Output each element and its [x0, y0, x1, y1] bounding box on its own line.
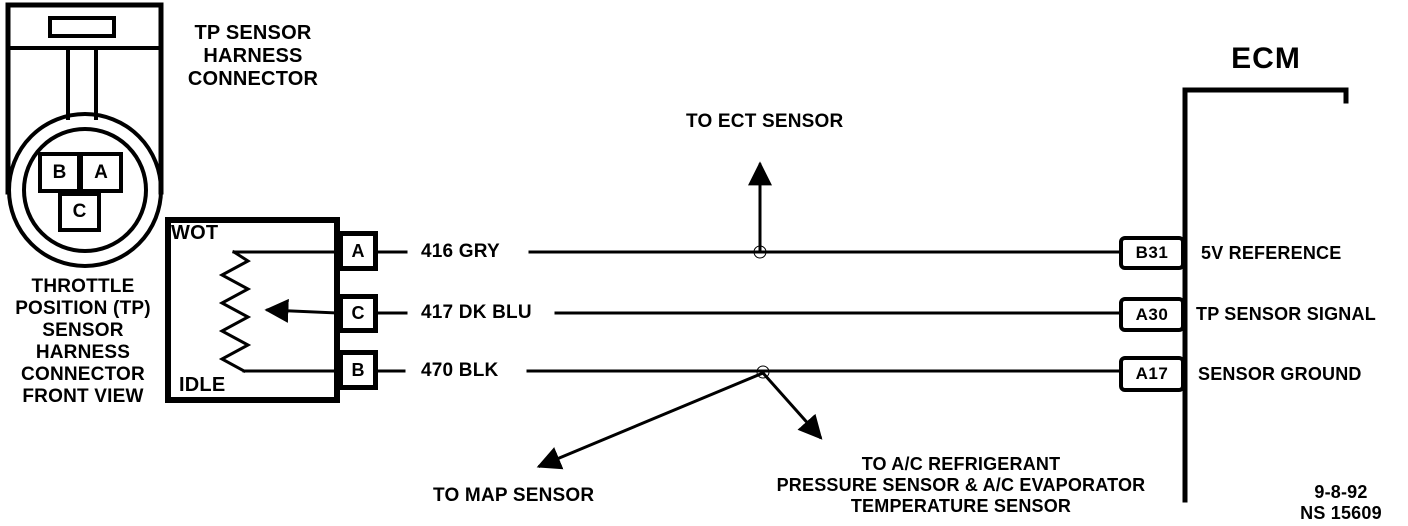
- connector-pin-c: C: [58, 192, 101, 232]
- diagram-date: 9-8-92: [1314, 482, 1368, 502]
- wire-label-470-blk: 470 BLK: [421, 360, 499, 381]
- connector-outer-ring: [7, 112, 163, 268]
- wire-470-blk: [375, 365, 1123, 470]
- connector-pin-a: A: [79, 152, 123, 193]
- ac-branch-arrow: [760, 370, 823, 440]
- ecm-pin-a30-label: A30: [1135, 304, 1169, 324]
- connector-inner-ring: [22, 127, 148, 253]
- potentiometer-symbol: [218, 249, 340, 374]
- to-ect-sensor-label: TO ECT SENSOR: [686, 111, 844, 132]
- ecm-pin-a30-function: TP SENSOR SIGNAL: [1196, 304, 1376, 324]
- wire-label-417-dkblu: 417 DK BLU: [421, 302, 532, 323]
- connector-pin-b-label: B: [52, 161, 67, 183]
- map-branch-arrow: [536, 371, 765, 470]
- ecm-pin-a17-label: A17: [1135, 364, 1169, 383]
- sensor-pin-a: A: [338, 231, 378, 271]
- sensor-pin-b: B: [338, 350, 378, 390]
- to-map-sensor-label: TO MAP SENSOR: [433, 485, 595, 506]
- connector-latch-tab: [48, 16, 116, 38]
- splice-dot-470: [756, 365, 770, 379]
- connector-pin-a-label: A: [94, 161, 108, 183]
- diagram-doc-number: NS 15609: [1300, 503, 1382, 523]
- wiper-arrow: [264, 298, 340, 323]
- wot-label: WOT: [171, 222, 219, 244]
- wire-label-416-gry: 416 GRY: [421, 241, 500, 262]
- ecm-pin-b31-label: B31: [1135, 243, 1169, 262]
- connector-pin-c-label: C: [72, 201, 87, 222]
- front-view-caption: THROTTLE POSITION (TP) SENSOR HARNESS CO…: [15, 276, 151, 407]
- ecm-outline: [1182, 87, 1349, 503]
- ecm-pin-a17: A17: [1119, 356, 1185, 392]
- ecm-pin-b31: B31: [1119, 236, 1185, 270]
- sensor-pin-b-label: B: [351, 359, 365, 380]
- idle-label: IDLE: [179, 374, 226, 396]
- wire-416-gry: [375, 161, 1123, 259]
- tp-sensor-box: [165, 217, 340, 403]
- connector-pin-b: B: [38, 152, 81, 193]
- ecm-pin-b31-function: 5V REFERENCE: [1201, 243, 1342, 263]
- connector-front-view-drawing: [5, 2, 164, 268]
- ecm-pin-a30: A30: [1119, 297, 1185, 332]
- ecm-pin-a17-function: SENSOR GROUND: [1198, 364, 1362, 384]
- sensor-pin-c-label: C: [351, 303, 365, 323]
- tp-harness-connector-title: TP SENSOR HARNESS CONNECTOR: [187, 22, 319, 90]
- sensor-pin-a-label: A: [351, 240, 365, 261]
- to-ac-sensors-label: TO A/C REFRIGERANT PRESSURE SENSOR & A/C…: [776, 454, 1146, 516]
- ecm-title: ECM: [1231, 42, 1301, 75]
- sensor-pin-c: C: [338, 294, 378, 333]
